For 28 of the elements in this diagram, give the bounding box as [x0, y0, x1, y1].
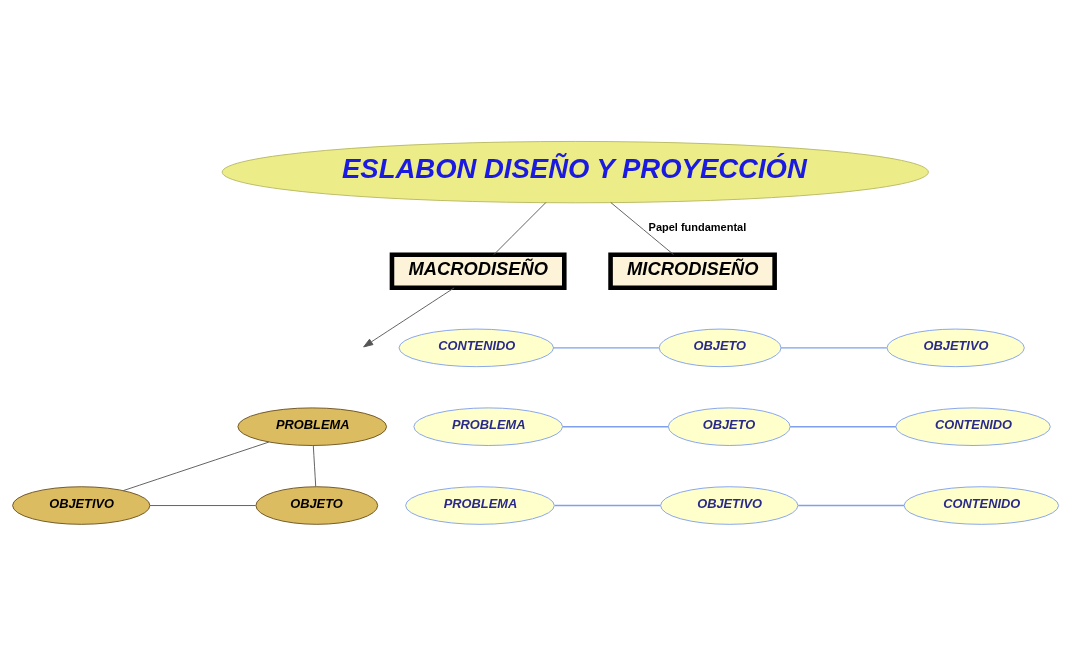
connector [797, 504, 905, 507]
connector [610, 202, 674, 256]
node-ellipse: ESLABON DISEÑO Y PROYECCIÓN [221, 141, 929, 204]
node-ellipse: OBJETO [667, 407, 791, 446]
connector [149, 505, 257, 506]
connector [493, 202, 547, 256]
connector [552, 347, 660, 349]
connector [554, 504, 662, 507]
node-ellipse: CONTENIDO [398, 328, 554, 368]
node-ellipse: OBJETIVO [886, 328, 1025, 368]
node-ellipse: PROBLEMA [237, 407, 388, 446]
node-ellipse: OBJETO [658, 328, 782, 368]
node-ellipse: CONTENIDO [903, 486, 1060, 525]
node-ellipse: CONTENIDO [895, 407, 1051, 446]
connector [312, 445, 317, 487]
node-box: MICRODISEÑO [608, 252, 777, 291]
node-ellipse: OBJETIVO [12, 486, 151, 525]
connector [780, 347, 888, 349]
arrow [363, 287, 455, 348]
node-ellipse: PROBLEMA [405, 486, 555, 525]
node-box: MACRODISEÑO [389, 252, 567, 291]
node-ellipse: PROBLEMA [413, 407, 564, 446]
connector [789, 426, 897, 428]
node-ellipse: OBJETO [255, 486, 379, 525]
node-ellipse: OBJETIVO [660, 486, 799, 525]
edge-label: Papel fundamental [648, 220, 747, 233]
connector [562, 426, 669, 428]
connector [122, 441, 270, 492]
